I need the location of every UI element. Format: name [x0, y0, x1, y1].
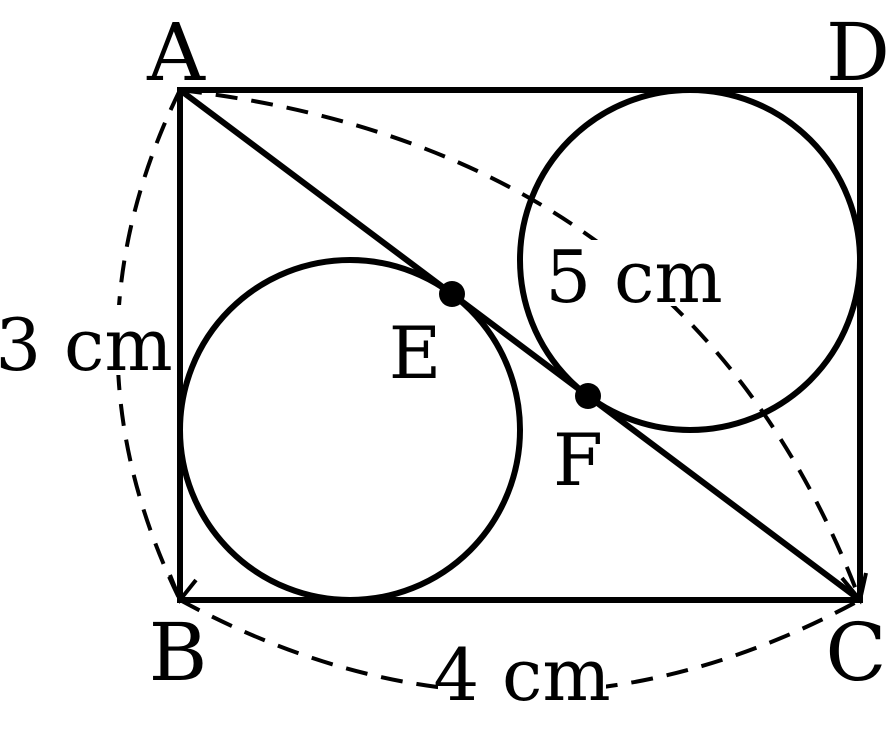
point-label-e: E	[389, 311, 442, 395]
dimension-label-bc-bg	[438, 640, 606, 710]
point-label-f: F	[553, 418, 603, 502]
rectangle-abcd	[177, 87, 863, 603]
dimension-label-ab: 3 cm	[0, 303, 173, 387]
point-f	[575, 383, 601, 409]
vertex-label-c: C	[825, 606, 886, 699]
point-e	[439, 281, 465, 307]
dimension-label-ab-bg	[4, 305, 164, 375]
vertex-label-b: B	[149, 606, 208, 699]
vertex-label-a: A	[146, 6, 206, 99]
dimension-label-ac: 5 cm	[545, 235, 722, 319]
dimension-label-ac-bg	[552, 240, 716, 306]
dimension-label-bc: 4 cm	[433, 633, 610, 717]
incircle-abc	[177, 257, 523, 603]
vertex-label-d: D	[826, 6, 890, 99]
diagonal-ac	[178, 87, 862, 603]
incircle-acd	[517, 87, 863, 433]
dimension-arc-ac	[179, 88, 862, 601]
